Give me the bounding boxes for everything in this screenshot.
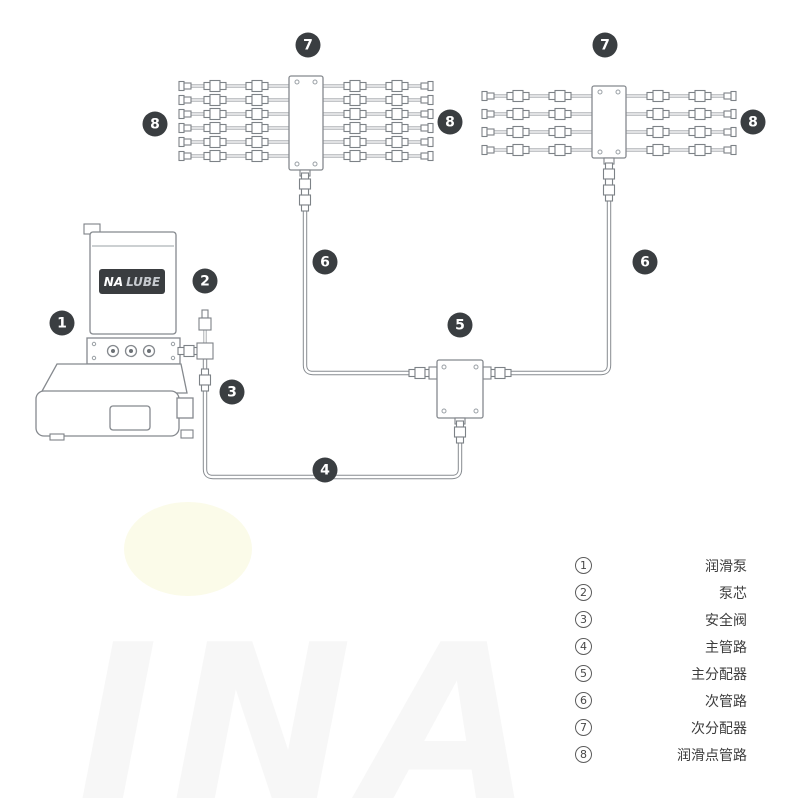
legend-label-2: 泵芯	[719, 585, 747, 602]
callout-7-right: 7	[592, 32, 618, 58]
callout-8-left: 8	[142, 111, 168, 137]
callout-7-left: 7	[295, 32, 321, 58]
callout-1: 1	[49, 310, 75, 336]
legend-label-5: 主分配器	[691, 666, 747, 683]
legend-item-7: 7 次分配器	[575, 714, 747, 741]
callout-4: 4	[312, 457, 338, 483]
legend-item-5: 5 主分配器	[575, 660, 747, 687]
pump-brand-left: NA	[103, 274, 124, 289]
callout-8-middle: 8	[437, 109, 463, 135]
callout-6-left: 6	[312, 249, 338, 275]
legend-number-6: 6	[575, 692, 592, 709]
callout-6-right: 6	[632, 249, 658, 275]
secondary-line-right-pipe	[496, 160, 616, 376]
callout-5: 5	[447, 312, 473, 338]
legend-item-4: 4 主管路	[575, 633, 747, 660]
legend-number-3: 3	[575, 611, 592, 628]
secondary-distributor-left	[179, 75, 433, 196]
legend-number-4: 4	[575, 638, 592, 655]
legend-label-6: 次管路	[705, 693, 747, 710]
legend-label-8: 润滑点管路	[677, 747, 747, 764]
legend-item-3: 3 安全阀	[575, 606, 747, 633]
secondary-distributor-right	[482, 85, 736, 186]
secondary-line-left-pipe	[298, 172, 424, 376]
legend-number-7: 7	[575, 719, 592, 736]
legend-label-1: 润滑泵	[705, 558, 747, 575]
legend-item-2: 2 泵芯	[575, 579, 747, 606]
legend-item-1: 1 润滑泵	[575, 552, 747, 579]
callout-3: 3	[219, 379, 245, 405]
legend-label-3: 安全阀	[705, 612, 747, 629]
legend-number-1: 1	[575, 557, 592, 574]
legend: 1 润滑泵 2 泵芯 3 安全阀 4 主管路 5 主分配器 6 次管路 7 次分…	[575, 552, 747, 768]
safety-valve	[177, 309, 214, 392]
background-halo	[124, 502, 252, 596]
callout-8-right: 8	[740, 109, 766, 135]
callout-2: 2	[192, 268, 218, 294]
legend-item-6: 6 次管路	[575, 687, 747, 714]
main-distributor	[408, 359, 512, 444]
legend-number-2: 2	[575, 584, 592, 601]
legend-item-8: 8 润滑点管路	[575, 741, 747, 768]
legend-number-8: 8	[575, 746, 592, 763]
legend-number-5: 5	[575, 665, 592, 682]
pump-brand-label: NA LUBE	[99, 269, 165, 294]
watermark-text: INA	[78, 598, 546, 800]
pump-brand-right: LUBE	[126, 274, 161, 289]
legend-label-4: 主管路	[705, 639, 747, 656]
legend-label-7: 次分配器	[691, 720, 747, 737]
